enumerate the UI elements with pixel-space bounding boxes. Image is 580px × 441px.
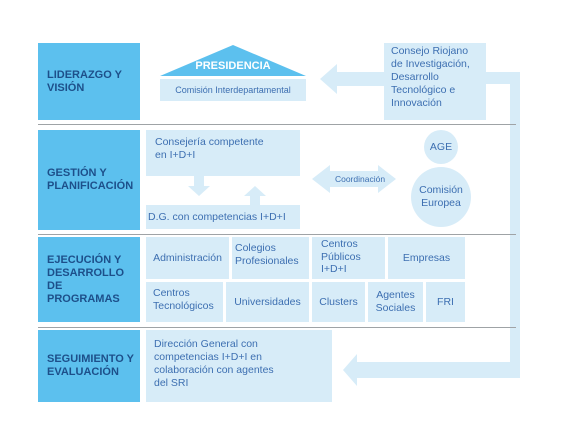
consejo-riojano-box: Consejo Riojano de Investigación, Desarr…: [384, 43, 486, 120]
exec-agentes-sociales: Agentes Sociales: [368, 282, 423, 322]
coordination-double-arrow: [312, 165, 396, 193]
coordinacion-label: Coordinación: [334, 174, 386, 184]
direccion-general-box: Dirección General con competencias I+D+I…: [146, 330, 332, 402]
exec-administracion: Administración: [146, 237, 229, 279]
down-arrow: [188, 176, 210, 196]
comision-interdepartamental-box: Comisión Interdepartamental: [160, 79, 306, 101]
exec-centros-tecnologicos: Centros Tecnológicos: [146, 282, 223, 322]
row-label-text: LIDERAZGO Y VISIÓN: [47, 68, 122, 94]
row-label-ejecucion: EJECUCIÓN Y DESARROLLO DE PROGRAMAS: [38, 237, 140, 322]
presidencia-title: PRESIDENCIA: [195, 60, 271, 72]
row-label-gestion: GESTIÓN Y PLANIFICACIÓN: [38, 130, 140, 230]
row-label-text: EJECUCIÓN Y DESARROLLO DE PROGRAMAS: [47, 253, 124, 305]
up-arrow: [244, 186, 266, 205]
row-label-seguimiento: SEGUIMIENTO Y EVALUACIÓN: [38, 330, 140, 402]
row-label-liderazgo: LIDERAZGO Y VISIÓN: [38, 43, 140, 120]
exec-centros-publicos: Centros Públicos I+D+I: [312, 237, 385, 279]
exec-clusters: Clusters: [312, 282, 365, 322]
exec-universidades: Universidades: [226, 282, 309, 322]
age-circle: AGE: [424, 130, 458, 164]
exec-empresas: Empresas: [388, 237, 465, 279]
exec-colegios: Colegios Profesionales: [232, 237, 309, 279]
comision-europea-circle: Comisión Europea: [411, 167, 471, 227]
presidencia-roof: [160, 45, 306, 76]
consejeria-box: Consejería competente en I+D+I: [146, 130, 300, 176]
row-label-text: SEGUIMIENTO Y EVALUACIÓN: [47, 353, 135, 378]
row-label-text: GESTIÓN Y PLANIFICACIÓN: [47, 167, 134, 192]
consejo-to-presidencia-arrow: [320, 64, 384, 94]
exec-fri: FRI: [426, 282, 465, 322]
dg-box: D.G. con competencias I+D+I: [146, 205, 300, 229]
